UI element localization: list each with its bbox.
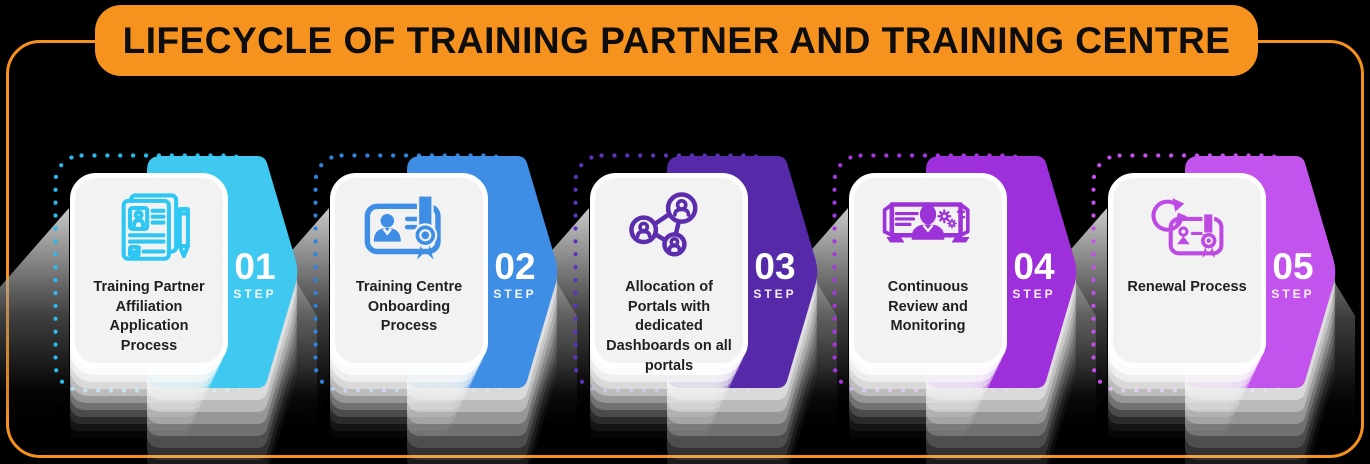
page-title: LIFECYCLE OF TRAINING PARTNER AND TRAINI…: [122, 19, 1231, 61]
step-title: Renewal Process: [1127, 279, 1247, 295]
person-monitor-gears-icon: [854, 188, 1002, 268]
step-word: STEP: [493, 287, 537, 301]
id-card-certificate-icon: [335, 188, 483, 268]
certificate-renewal-icon: [1113, 188, 1261, 268]
step-title: Continuous Review and Monitoring: [887, 279, 969, 335]
step-title: Training Centre Onboarding Process: [355, 279, 463, 335]
step-card: Continuous Review and Monitoring: [849, 173, 1007, 368]
step-word: STEP: [1271, 287, 1315, 301]
step-number: 02: [494, 246, 536, 287]
step-word: STEP: [233, 287, 277, 301]
title-banner: LIFECYCLE OF TRAINING PARTNER AND TRAINI…: [95, 5, 1258, 76]
step-card: Training Partner Affiliation Application…: [70, 173, 228, 368]
step-number: 05: [1272, 246, 1314, 287]
step-05: 05 STEP Renewal Proce: [1033, 153, 1370, 464]
step-number: 01: [234, 246, 276, 287]
step-card: Renewal Process: [1108, 173, 1266, 368]
step-word: STEP: [753, 287, 797, 301]
application-document-icon: [75, 188, 223, 268]
step-card: Training Centre Onboarding Process: [330, 173, 488, 368]
step-word: STEP: [1012, 287, 1056, 301]
step-number: 03: [754, 246, 796, 287]
step-02: 02 STEP Training Centre Onboardi: [255, 153, 633, 464]
step-card: Allocation of Portals with dedicated Das…: [590, 173, 748, 374]
step-01: 01 STEP Tr: [0, 153, 373, 464]
step-title: Training Partner Affiliation Application…: [93, 279, 205, 355]
step-number: 04: [1013, 246, 1055, 287]
step-title: Allocation of Portals with dedicated Das…: [606, 279, 732, 374]
step-03: 03 STEP Allocation of Portals with dedic…: [515, 153, 893, 464]
connected-users-network-icon: [595, 188, 743, 268]
